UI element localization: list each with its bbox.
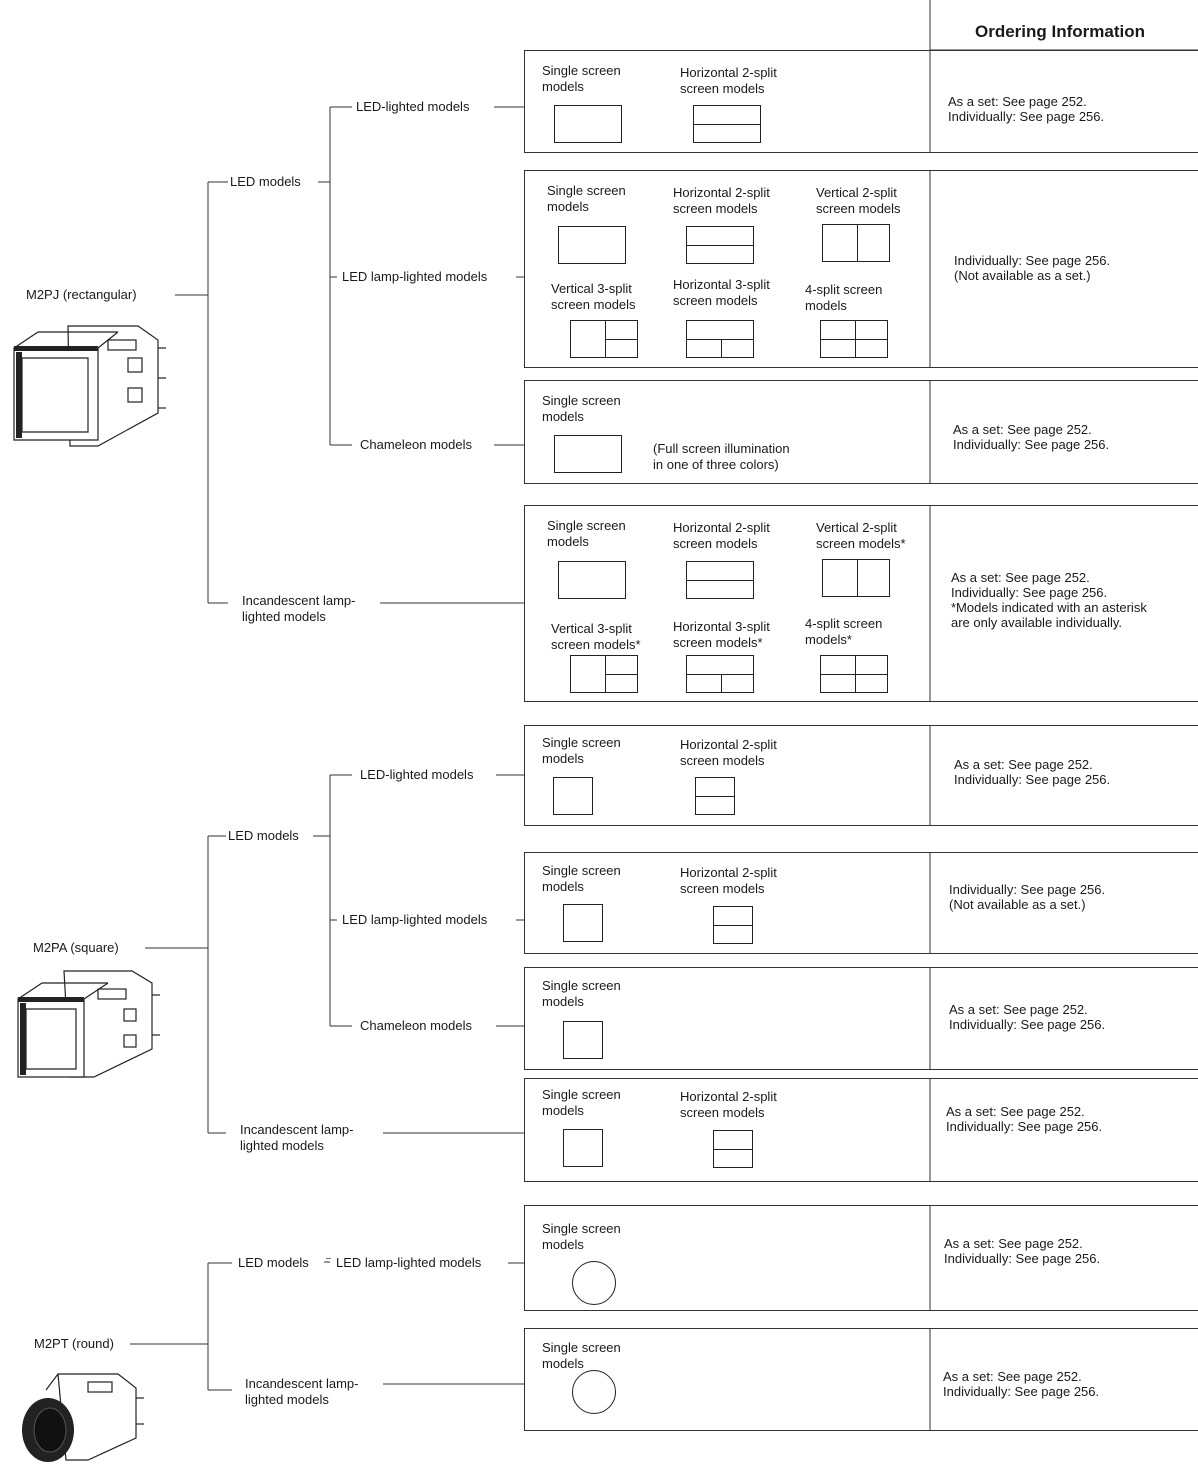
m2pt-led-models-label: LED models (236, 1255, 311, 1271)
m2pj-incandescent-label-1: Incandescent lamp- (240, 593, 357, 609)
m2pj-incandescent-label-2: lighted models (240, 609, 328, 625)
single-screen-square-icon (563, 1021, 603, 1059)
box6-ordering-info: Individually: See page 256. (Not availab… (949, 882, 1105, 912)
m2pa-incandescent-label-1: Incandescent lamp- (238, 1122, 355, 1138)
m2pj-led-lighted-label: LED-lighted models (354, 99, 471, 115)
single-screen-round-icon (572, 1370, 616, 1414)
box3-ordering-info: As a set: See page 252. Individually: Se… (953, 422, 1109, 452)
m2pt-product-image (18, 1368, 148, 1464)
single-screen-square-icon (553, 777, 593, 815)
v2-split-rect-icon (822, 559, 890, 597)
h2-split-rect-icon (686, 226, 754, 264)
single-screen-rect-icon (558, 561, 626, 599)
box1-ordering-info: As a set: See page 252. Individually: Se… (948, 94, 1104, 124)
q4-split-rect-icon (820, 655, 888, 693)
m2pa-product-image (14, 965, 164, 1085)
single-screen-rect-icon (554, 435, 622, 473)
v2-split-rect-icon (822, 224, 890, 262)
family-m2pj-label: M2PJ (rectangular) (26, 287, 137, 303)
h2-split-rect-icon (686, 561, 754, 599)
h2-split-square-icon (695, 777, 735, 815)
m2pt-incandescent-label-1: Incandescent lamp- (243, 1376, 360, 1392)
h2-split-rect-icon (693, 105, 761, 143)
h2-split-square-icon (713, 1130, 753, 1168)
single-screen-square-icon (563, 904, 603, 942)
h2-split-square-icon (713, 906, 753, 944)
single-screen-rect-icon (554, 105, 622, 143)
box2-ordering-info: Individually: See page 256. (Not availab… (954, 253, 1110, 283)
m2pa-incandescent-label-2: lighted models (238, 1138, 326, 1154)
v3-split-rect-icon (570, 320, 638, 358)
m2pj-product-image (8, 318, 168, 468)
m2pt-dash: ⁻ (325, 1253, 332, 1269)
single-screen-round-icon (572, 1261, 616, 1305)
box5-ordering-info: As a set: See page 252. Individually: Se… (954, 757, 1110, 787)
single-screen-square-icon (563, 1129, 603, 1167)
v3-split-rect-icon (570, 655, 638, 693)
q4-split-rect-icon (820, 320, 888, 358)
m2pa-led-models-label: LED models (226, 828, 301, 844)
m2pt-led-lamp-lighted-label: LED lamp-lighted models (334, 1255, 483, 1271)
m2pa-led-lamp-lighted-label: LED lamp-lighted models (340, 912, 489, 928)
box10-ordering-info: As a set: See page 252. Individually: Se… (943, 1369, 1099, 1399)
m2pt-incandescent-label-2: lighted models (243, 1392, 331, 1408)
family-m2pa-label: M2PA (square) (33, 940, 119, 956)
h3-split-rect-icon (686, 320, 754, 358)
m2pj-chameleon-label: Chameleon models (358, 437, 474, 453)
h3-split-rect-icon (686, 655, 754, 693)
box9-ordering-info: As a set: See page 252. Individually: Se… (944, 1236, 1100, 1266)
family-m2pt-label: M2PT (round) (34, 1336, 114, 1352)
m2pj-led-lamp-lighted-label: LED lamp-lighted models (340, 269, 489, 285)
ordering-information-header: Ordering Information (975, 22, 1145, 42)
box4-ordering-info: As a set: See page 252. Individually: Se… (951, 570, 1147, 630)
single-screen-rect-icon (558, 226, 626, 264)
m2pj-led-models-label: LED models (228, 174, 303, 190)
m2pa-led-lighted-label: LED-lighted models (358, 767, 475, 783)
box8-ordering-info: As a set: See page 252. Individually: Se… (946, 1104, 1102, 1134)
m2pa-chameleon-label: Chameleon models (358, 1018, 474, 1034)
box7-ordering-info: As a set: See page 252. Individually: Se… (949, 1002, 1105, 1032)
